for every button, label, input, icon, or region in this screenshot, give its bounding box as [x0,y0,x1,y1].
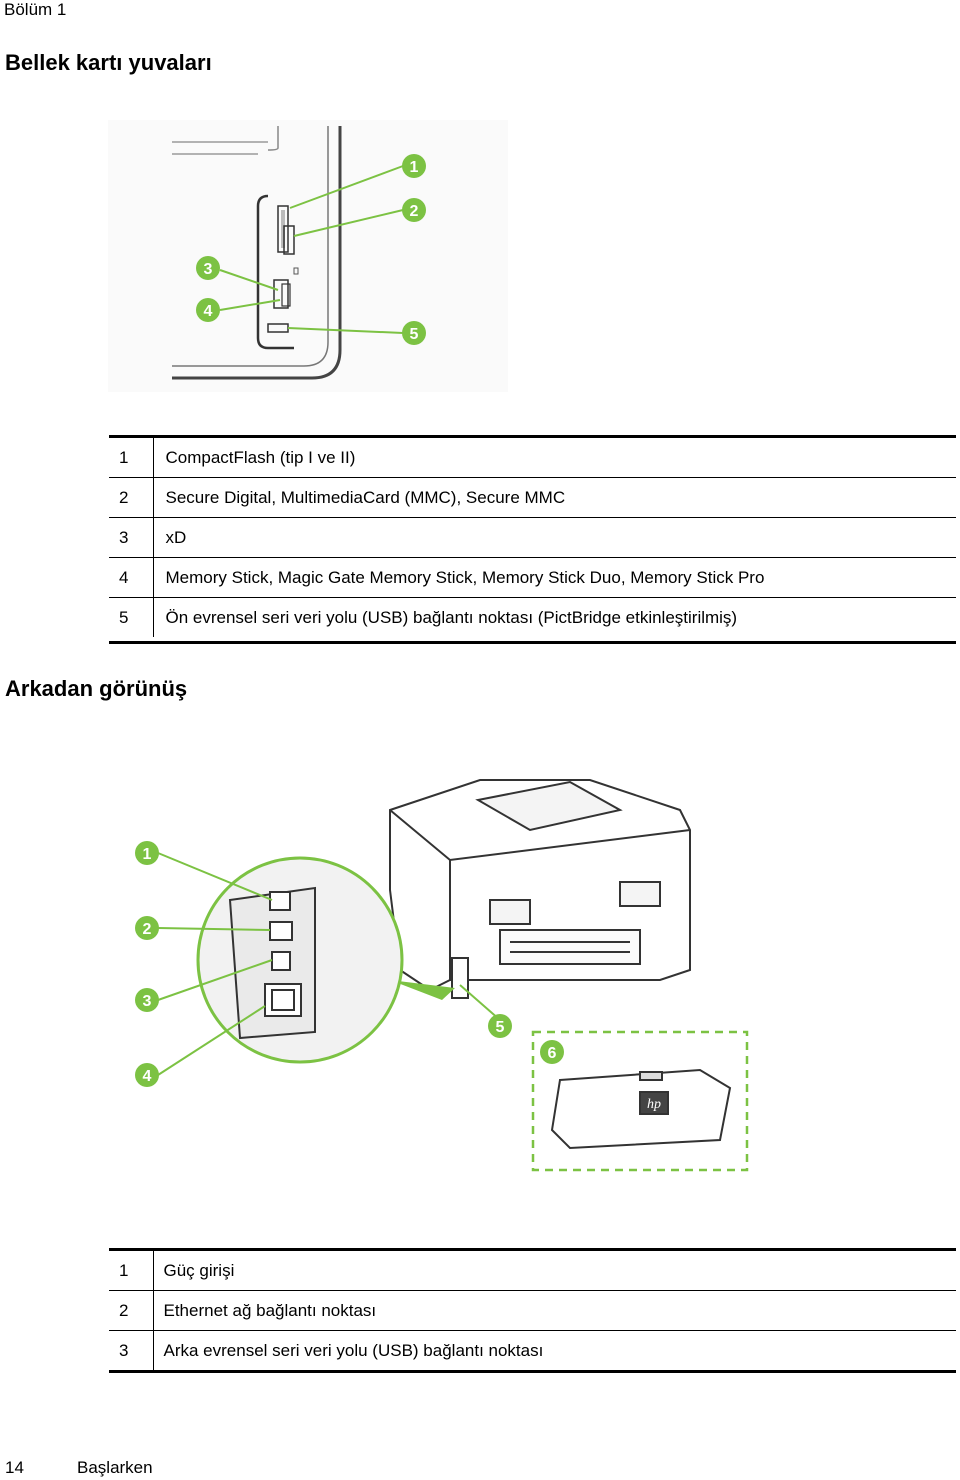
table-row: 1 Güç girişi [109,1251,956,1291]
section-title-memory-card-slots: Bellek kartı yuvaları [5,50,212,75]
table-row: 5 Ön evrensel seri veri yolu (USB) bağla… [109,597,956,637]
table-row: 2 Secure Digital, MultimediaCard (MMC), … [109,477,956,518]
row-description: Ön evrensel seri veri yolu (USB) bağlant… [165,607,738,627]
row-description: CompactFlash (tip I ve II) [153,438,956,478]
svg-text:6: 6 [548,1045,557,1062]
table-top-rule [109,1248,956,1251]
row-description: Secure Digital, MultimediaCard (MMC), Se… [153,477,956,518]
rear-view-legend-table: 1 Güç girişi 2 Ethernet ağ bağlantı nokt… [109,1251,956,1370]
svg-text:5: 5 [410,326,419,343]
rear-view-illustration: hp 1 2 3 4 5 6 [135,779,749,1172]
row-number: 5 [109,597,154,637]
svg-text:4: 4 [204,303,213,320]
row-number: 3 [109,517,154,558]
table-row: 1 CompactFlash (tip I ve II) [109,438,956,478]
section-title-rear-view: Arkadan görünüş [5,676,188,701]
callout-3: 3 [135,988,159,1012]
footer-section-name: Başlarken [77,1458,153,1477]
svg-text:3: 3 [143,993,152,1010]
svg-text:2: 2 [410,203,419,220]
callout-4: 4 [196,298,220,322]
callout-4: 4 [135,1063,159,1087]
row-number: 3 [109,1330,154,1370]
table-row: 2 Ethernet ağ bağlantı noktası [109,1290,956,1331]
callout-2: 2 [402,198,426,222]
row-number: 1 [109,1251,154,1291]
row-number: 2 [109,477,154,518]
callout-5: 5 [488,1014,512,1038]
svg-text:1: 1 [410,159,419,176]
callout-5: 5 [402,321,426,345]
callout-1: 1 [402,154,426,178]
row-description: Ethernet ağ bağlantı noktası [153,1290,956,1331]
svg-text:2: 2 [143,921,152,938]
row-number: 1 [109,438,154,478]
chapter-label: Bölüm 1 [4,0,67,19]
svg-text:5: 5 [496,1019,505,1036]
row-description: xD [153,517,956,558]
memory-card-slots-illustration: 1 2 3 4 5 [108,120,508,392]
row-description: Güç girişi [153,1251,956,1291]
table-bottom-rule [109,641,956,644]
table-row: 3 Arka evrensel seri veri yolu (USB) bağ… [109,1330,956,1370]
row-description: Arka evrensel seri veri yolu (USB) bağla… [163,1340,544,1360]
svg-text:1: 1 [143,846,152,863]
hp-logo: hp [647,1097,661,1112]
table-top-rule [109,435,956,438]
page-number: 14 [5,1458,24,1477]
callout-6: 6 [540,1040,564,1064]
table-bottom-rule [109,1370,956,1373]
row-number: 4 [109,557,154,598]
memory-slots-legend-table: 1 CompactFlash (tip I ve II) 2 Secure Di… [109,438,956,637]
table-row: 3 xD [109,517,956,558]
row-description: Memory Stick, Magic Gate Memory Stick, M… [153,557,956,598]
row-number: 2 [109,1290,154,1331]
table-row: 4 Memory Stick, Magic Gate Memory Stick,… [109,557,956,598]
svg-text:3: 3 [204,261,213,278]
callout-2: 2 [135,916,159,940]
callout-3: 3 [196,256,220,280]
callout-1: 1 [135,841,159,865]
svg-text:4: 4 [143,1068,152,1085]
